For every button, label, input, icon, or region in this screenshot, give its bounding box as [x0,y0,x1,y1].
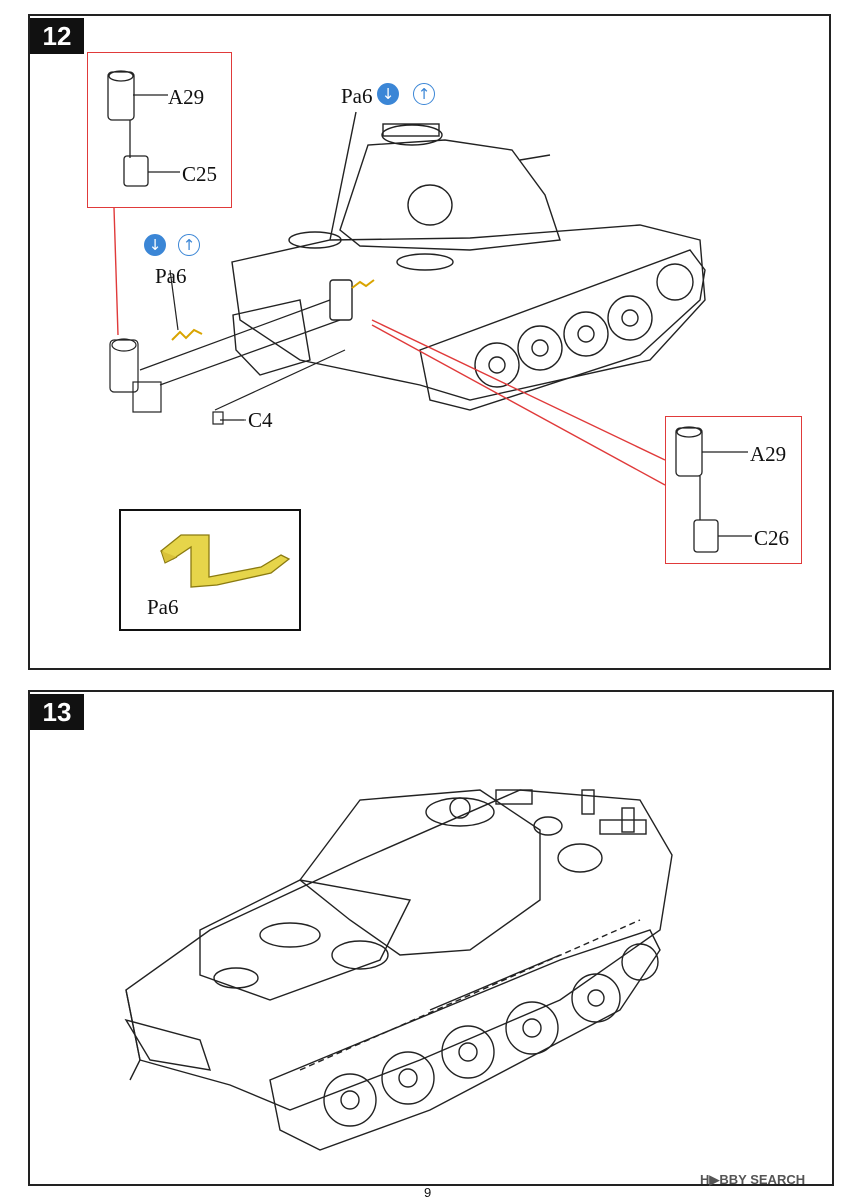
bend-up-icon: ↑ [178,234,200,256]
watermark: H▶BBY SEARCH [700,1172,806,1187]
bend-up-icon: ↑ [413,83,435,105]
road-wheels [474,263,694,388]
pa6-detail-inset: Pa6 [119,509,301,631]
label-a29-left: A29 [168,85,205,109]
label-a29-right: A29 [750,442,787,466]
turret-outline [299,789,541,956]
pa6-parts-exploded [171,328,203,341]
callout-line-right [371,319,666,486]
callout-box-right [665,416,802,564]
left-track [124,1018,212,1071]
right-track [419,249,706,411]
label-pa6-left: Pa6 [155,264,187,288]
label-pa6-top: Pa6 [341,84,373,108]
left-track [232,299,311,376]
road-wheels [323,943,659,1127]
callout-box-left [87,52,232,208]
hull-outline [231,224,706,401]
label-c26: C26 [754,526,790,550]
step-12-badge: 12 [30,18,84,54]
step-13-badge: 13 [30,694,84,730]
pa6-bracket-drawing [159,534,291,588]
label-c4: C4 [248,408,273,432]
step-13-frame [28,690,834,1186]
label-pa6-inset: Pa6 [147,595,179,619]
page-number: 9 [424,1185,432,1200]
callout-line-left [113,207,119,336]
bend-down-icon: ↓ [144,234,166,256]
label-c25: C25 [182,162,218,186]
hull-outline [125,789,673,1111]
bend-down-icon: ↓ [377,83,399,105]
right-track [269,929,661,1151]
